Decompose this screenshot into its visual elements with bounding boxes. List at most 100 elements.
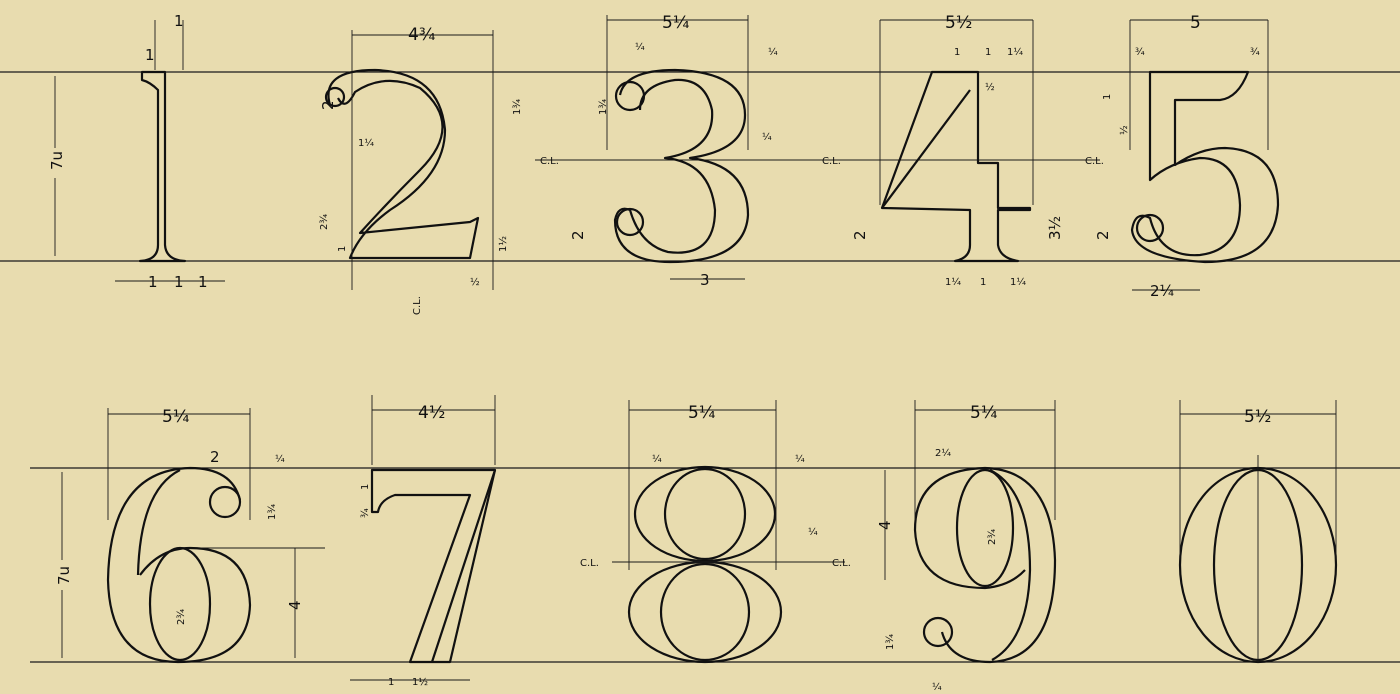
d2-tail-label: 1½ <box>497 236 509 252</box>
d7-top-b-label: ¾ <box>360 508 371 518</box>
digit-8-bottom-outer <box>627 560 783 664</box>
digit-4-diagonal <box>881 89 971 209</box>
digit-4-outline <box>880 70 1032 263</box>
d8-width-label: 5¼ <box>688 403 715 423</box>
d5-mid-label: ½ <box>1118 125 1130 135</box>
d6-inner-label: 2¾ <box>176 609 187 625</box>
digit-7: 4½ 1 ¾ 1 1½ <box>350 395 497 688</box>
digit-9-bowl-inner <box>955 468 1015 588</box>
d2-top-r-label: 1¾ <box>512 99 523 115</box>
digit-7-diagonal <box>430 469 497 663</box>
d2-foot-label: 1 <box>337 246 348 252</box>
d4-t1-label: 1 <box>954 47 960 58</box>
d5-left-label: 2 <box>1094 230 1112 240</box>
d1-b1-label: 1 <box>148 273 158 291</box>
d4-t2-label: 1 <box>985 47 991 58</box>
digit-3-outline <box>613 68 750 264</box>
digit-6-stem-inner <box>136 469 181 576</box>
d1-b3-label: 1 <box>198 273 208 291</box>
d6-quarter-label: ¼ <box>275 453 285 465</box>
digit-9-curl <box>922 616 954 648</box>
height-label: 7u <box>55 566 73 585</box>
d4-half-label: ½ <box>985 81 995 93</box>
digit-7-outline <box>370 468 497 664</box>
row1-height-dimension: 7u <box>48 76 66 256</box>
digit-2: 4¾ 2 1¼ 1¾ 2¾ 1 1½ ½ C.L. <box>319 25 523 315</box>
d2-curl-w-label: 1¼ <box>358 137 374 149</box>
d8-cl-left-label: C.L. <box>580 558 599 569</box>
d2-diag-label: 2¾ <box>319 214 330 230</box>
d2-width-label: 4¾ <box>408 25 435 45</box>
digit-5-curl <box>1135 213 1165 243</box>
d6-right-label: 4 <box>286 600 304 610</box>
d7-width-label: 4½ <box>418 403 445 423</box>
d4-b2-label: 1 <box>980 277 986 288</box>
d3-mid-q-label: ¼ <box>762 131 772 143</box>
digit-1-outline <box>138 70 187 263</box>
d7-b1-label: 1 <box>388 677 394 688</box>
d9-two-label: 2¼ <box>935 447 951 459</box>
d7-b2-label: 1½ <box>412 676 428 688</box>
d4-width-label: 5½ <box>945 13 972 33</box>
d1-top-label: 1 <box>174 12 184 30</box>
d3-right-q-label: ¼ <box>768 46 778 58</box>
d3-width-label: 5¼ <box>662 13 689 33</box>
d6-curl-label: 1¾ <box>267 504 278 520</box>
digit-4: 5½ 1 1 1¼ ½ 3½ 2 1¼ 1 1¼ <box>851 13 1064 288</box>
d4-t3-label: 1¼ <box>1007 46 1023 58</box>
d8-cl-right-label: C.L. <box>832 558 851 569</box>
d9-width-label: 5¼ <box>970 403 997 423</box>
digit-2-outline <box>327 68 480 260</box>
d0-width-label: 5½ <box>1244 407 1271 427</box>
d9-left-label: 4 <box>876 520 894 530</box>
d8-mid-q-label: ¼ <box>808 526 818 538</box>
d3-cl-right-label: C.L. <box>822 156 841 167</box>
d9-inner-label: 2¾ <box>987 529 998 545</box>
digit-1: 1 1 1 1 1 <box>115 12 225 291</box>
digit-5: 5 ¾ ¾ 1 ½ C.L. 2 2¼ <box>1085 13 1280 300</box>
d5-top-label: 1 <box>1102 94 1113 100</box>
d1-serif-label: 1 <box>145 46 155 64</box>
digit-2-curl <box>324 86 346 108</box>
digit-8-top-outer <box>633 465 777 563</box>
digit-9: 5¼ 2¼ 4 2¾ 1¾ ¼ <box>876 400 1057 693</box>
d5-base-label: 2¼ <box>1150 282 1175 300</box>
d3-bottom-curl-label: 2 <box>569 230 587 240</box>
d4-height-label: 3½ <box>1046 216 1064 240</box>
row2-height-dimension: 7u <box>55 472 73 658</box>
d3-base-label: 3 <box>700 271 710 289</box>
d3-left-q-label: ¼ <box>635 41 645 53</box>
d1-b2-label: 1 <box>174 273 184 291</box>
digit-5-outline <box>1130 70 1280 264</box>
d3-cl-left-label: C.L. <box>540 156 559 167</box>
d2-tail-w-label: ½ <box>470 276 480 288</box>
d3-top-curl-label: 1¾ <box>598 99 609 115</box>
digit-3-top-curl <box>614 80 646 112</box>
digit-6-outer <box>106 466 252 664</box>
digit-8: 5¼ ¼ ¼ ¼ C.L. C.L. <box>580 400 851 664</box>
d5-left-q-label: ¾ <box>1135 47 1145 58</box>
label-mask <box>55 560 71 590</box>
d9-curl-label: 1¾ <box>885 634 896 650</box>
height-label: 7u <box>48 151 66 170</box>
digit-8-bottom-inner <box>659 562 751 662</box>
d8-left-q-label: ¼ <box>652 453 662 465</box>
digit-0: 5½ <box>1178 400 1338 664</box>
digit-8-top-inner <box>663 467 747 561</box>
digit-9-outer <box>913 466 1057 664</box>
d6-width-label: 5¼ <box>162 407 189 427</box>
d4-left-label: 2 <box>851 230 869 240</box>
digit-3-bottom-curl <box>615 207 645 237</box>
d6-two-label: 2 <box>210 448 220 466</box>
d7-top-a-label: 1 <box>360 484 371 490</box>
digit-6-bowl-inner <box>148 546 212 662</box>
label-mask <box>48 148 64 178</box>
digit-3: 5¼ ¼ ¼ 1¾ ¼ C.L. C.L. 2 3 <box>540 13 841 289</box>
digit-9-stem-inner <box>989 469 1032 661</box>
digit-6-curl <box>208 485 242 519</box>
d2-curl-h-label: 2 <box>319 100 337 110</box>
d5-width-label: 5 <box>1190 13 1201 33</box>
d5-right-q-label: ¾ <box>1250 47 1260 58</box>
